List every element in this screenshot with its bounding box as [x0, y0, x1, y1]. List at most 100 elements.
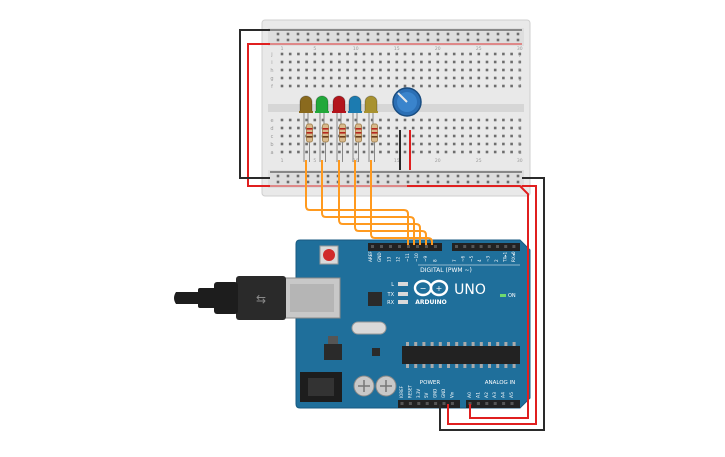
breadboard-hole[interactable] [313, 118, 317, 122]
rail-hole[interactable] [496, 32, 500, 36]
breadboard-hole[interactable] [436, 118, 440, 122]
rail-hole[interactable] [466, 174, 470, 178]
resistor-icon[interactable] [355, 123, 362, 162]
rail-hole[interactable] [406, 174, 410, 178]
rail-hole[interactable] [406, 180, 410, 184]
breadboard-hole[interactable] [280, 52, 284, 56]
breadboard-hole[interactable] [338, 142, 341, 146]
breadboard-hole[interactable] [469, 142, 472, 146]
breadboard-hole[interactable] [346, 60, 349, 64]
breadboard-hole[interactable] [420, 126, 423, 130]
breadboard-hole[interactable] [461, 84, 464, 88]
breadboard-hole[interactable] [346, 150, 349, 154]
rail-hole[interactable] [346, 174, 350, 178]
breadboard-hole[interactable] [510, 134, 513, 138]
breadboard-hole[interactable] [469, 76, 472, 80]
breadboard-hole[interactable] [297, 60, 300, 64]
breadboard-hole[interactable] [436, 68, 440, 72]
breadboard-hole[interactable] [452, 68, 456, 72]
breadboard-hole[interactable] [428, 60, 431, 64]
rail-hole[interactable] [366, 180, 370, 184]
wires[interactable] [239, 29, 545, 431]
breadboard-hole[interactable] [379, 84, 382, 88]
breadboard-hole[interactable] [362, 142, 366, 146]
breadboard-hole[interactable] [469, 52, 472, 56]
breadboard-hole[interactable] [493, 142, 497, 146]
breadboard-hole[interactable] [510, 76, 513, 80]
breadboard-hole[interactable] [379, 52, 382, 56]
breadboard-hole[interactable] [452, 142, 456, 146]
breadboard-hole[interactable] [518, 126, 522, 130]
breadboard-hole[interactable] [477, 60, 481, 64]
breadboard-hole[interactable] [452, 76, 456, 80]
rail-hole[interactable] [376, 32, 380, 36]
wire-left-red[interactable] [247, 43, 270, 187]
breadboard-hole[interactable] [305, 60, 308, 64]
rail-hole[interactable] [306, 174, 310, 178]
breadboard-hole[interactable] [280, 118, 284, 122]
header-pin[interactable] [463, 245, 467, 248]
breadboard-hole[interactable] [346, 134, 349, 138]
rail-hole[interactable] [346, 180, 350, 184]
breadboard-hole[interactable] [321, 76, 325, 80]
breadboard-hole[interactable] [387, 150, 390, 154]
breadboard-hole[interactable] [387, 142, 390, 146]
rail-hole[interactable] [446, 174, 450, 178]
breadboard-hole[interactable] [387, 52, 390, 56]
breadboard-hole[interactable] [461, 134, 464, 138]
breadboard-hole[interactable] [452, 84, 456, 88]
breadboard-hole[interactable] [477, 150, 481, 154]
breadboard-hole[interactable] [329, 118, 333, 122]
breadboard-hole[interactable] [461, 68, 464, 72]
breadboard-hole[interactable] [477, 52, 481, 56]
breadboard-hole[interactable] [313, 142, 317, 146]
breadboard-hole[interactable] [346, 142, 349, 146]
header-pin[interactable] [434, 402, 438, 405]
breadboard-hole[interactable] [305, 84, 308, 88]
breadboard-hole[interactable] [387, 76, 390, 80]
breadboard-hole[interactable] [297, 126, 300, 130]
breadboard-hole[interactable] [305, 118, 308, 122]
breadboard-hole[interactable] [469, 150, 472, 154]
header-pin[interactable] [389, 245, 392, 248]
breadboard-hole[interactable] [403, 150, 407, 154]
rail-hole[interactable] [276, 180, 280, 184]
breadboard-hole[interactable] [502, 126, 505, 130]
breadboard-hole[interactable] [444, 134, 448, 138]
breadboard-hole[interactable] [379, 134, 382, 138]
breadboard-hole[interactable] [428, 126, 431, 130]
wire-right-black-gnd[interactable] [439, 177, 545, 431]
header-pin[interactable] [504, 245, 508, 248]
breadboard-hole[interactable] [452, 52, 456, 56]
header-pin[interactable] [502, 402, 506, 405]
breadboard-hole[interactable] [493, 52, 497, 56]
rail-hole[interactable] [386, 180, 390, 184]
header-pin[interactable] [485, 402, 489, 405]
breadboard-hole[interactable] [510, 84, 513, 88]
breadboard-hole[interactable] [518, 68, 522, 72]
breadboard-hole[interactable] [362, 126, 366, 130]
breadboard-hole[interactable] [313, 52, 317, 56]
breadboard-hole[interactable] [403, 84, 407, 88]
breadboard-hole[interactable] [321, 52, 325, 56]
breadboard-hole[interactable] [411, 142, 415, 146]
breadboard-hole[interactable] [321, 84, 325, 88]
breadboard-hole[interactable] [485, 126, 489, 130]
breadboard-hole[interactable] [395, 76, 399, 80]
breadboard-hole[interactable] [436, 60, 440, 64]
breadboard-hole[interactable] [395, 134, 399, 138]
breadboard-hole[interactable] [444, 118, 448, 122]
breadboard-hole[interactable] [485, 150, 489, 154]
rail-hole[interactable] [306, 38, 310, 42]
breadboard-hole[interactable] [403, 68, 407, 72]
breadboard-hole[interactable] [313, 68, 317, 72]
rail-hole[interactable] [416, 32, 420, 36]
rail-hole[interactable] [376, 174, 380, 178]
breadboard-hole[interactable] [461, 60, 464, 64]
rail-hole[interactable] [506, 38, 510, 42]
breadboard-hole[interactable] [411, 150, 415, 154]
breadboard-hole[interactable] [420, 134, 423, 138]
header-pin[interactable] [512, 245, 516, 248]
breadboard-hole[interactable] [485, 68, 489, 72]
breadboard-hole[interactable] [493, 126, 497, 130]
